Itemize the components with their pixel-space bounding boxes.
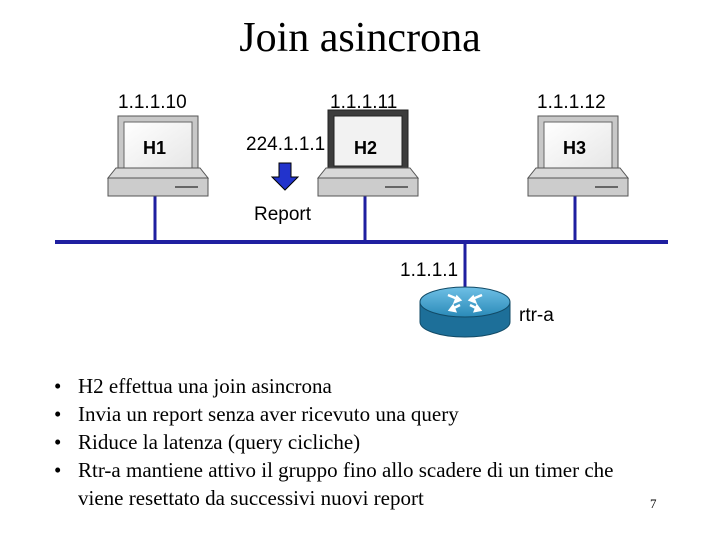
h1-ip-label: 1.1.1.10	[118, 92, 187, 113]
router-icon	[419, 286, 511, 338]
h2-name-label: H2	[354, 138, 378, 158]
report-arrow-icon	[270, 162, 300, 191]
report-label: Report	[254, 204, 312, 225]
bullet-item: Invia un report senza aver ricevuto una …	[54, 400, 654, 428]
h2-ip-label: 1.1.1.11	[330, 92, 398, 113]
group-address-label: 224.1.1.1	[246, 134, 326, 155]
bullet-item: Rtr-a mantiene attivo il gruppo fino all…	[54, 456, 654, 512]
h3-ip-label: 1.1.1.12	[537, 92, 606, 113]
page-number: 7	[650, 496, 657, 511]
h1-name-label: H1	[143, 138, 167, 158]
h3-name-label: H3	[563, 138, 587, 158]
bullet-list: H2 effettua una join asincrona Invia un …	[54, 372, 654, 512]
h2-computer-icon	[316, 109, 420, 197]
slide-title: Join asincrona	[239, 15, 481, 61]
h3-computer-icon	[526, 115, 630, 197]
bullet-item: Riduce la latenza (query cicliche)	[54, 428, 654, 456]
bullet-item: H2 effettua una join asincrona	[54, 372, 654, 400]
router-ip-label: 1.1.1.1	[400, 260, 459, 281]
h1-computer-icon	[106, 115, 210, 197]
router-name-label: rtr-a	[519, 305, 554, 326]
